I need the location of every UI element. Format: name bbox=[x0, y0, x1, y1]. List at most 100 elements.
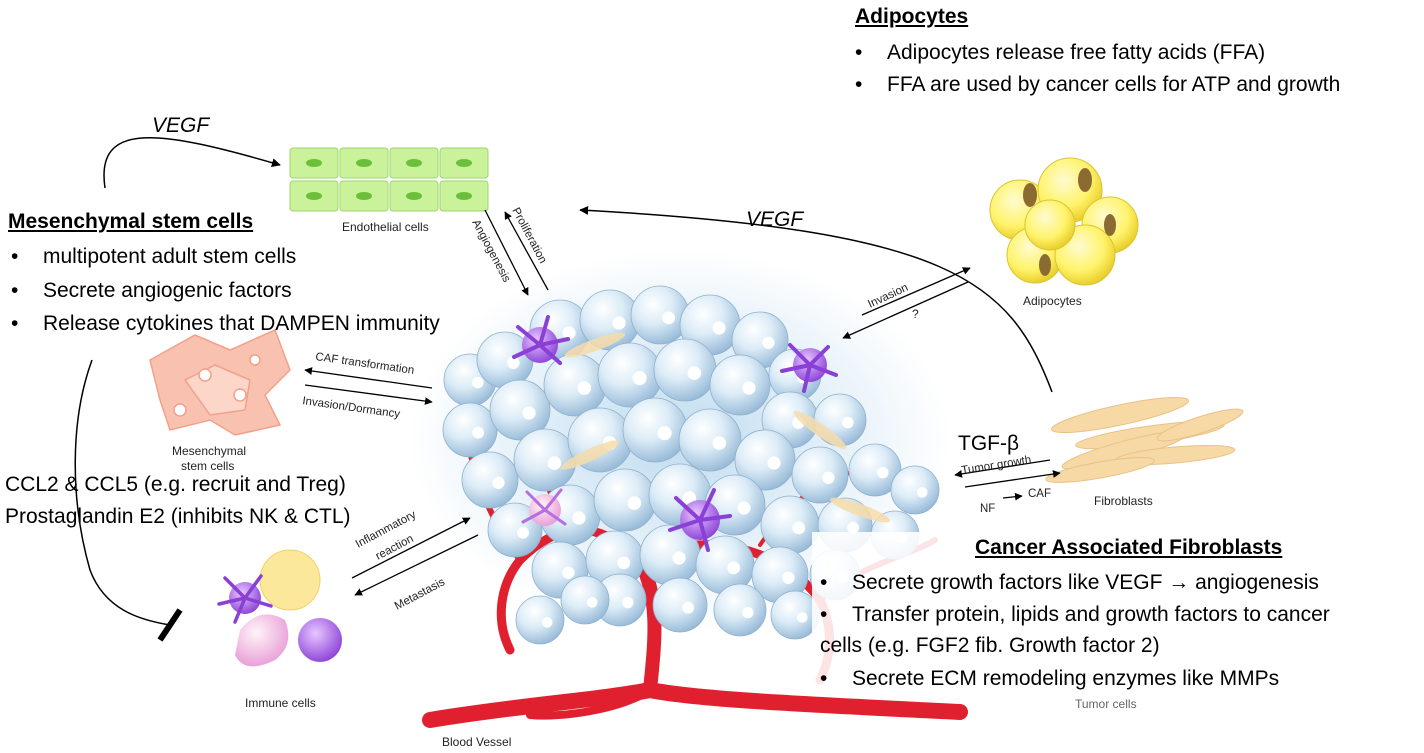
endothelial-nucleus bbox=[306, 159, 322, 167]
tumor-cell bbox=[709, 354, 771, 416]
tumor-cell-nucleus bbox=[712, 321, 726, 335]
question-label: ? bbox=[912, 307, 919, 321]
endothelial-nucleus bbox=[456, 192, 472, 200]
msc-bullet-3: •Release cytokines that DAMPEN immunity bbox=[11, 312, 440, 335]
tumor-cell-nucleus bbox=[632, 371, 647, 386]
tumor-cell bbox=[848, 443, 902, 497]
msc-label-line2: stem cells bbox=[181, 459, 234, 473]
tumor-cell-nucleus bbox=[847, 521, 860, 534]
tumor-cell-nucleus bbox=[622, 596, 634, 609]
caf-info-box: Cancer Associated Fibroblasts •Secrete g… bbox=[812, 532, 1422, 692]
tgf-beta-label: TGF-β bbox=[958, 432, 1019, 455]
tumor-cell-nucleus bbox=[492, 476, 505, 489]
tumor-fibroblast-strand bbox=[564, 332, 626, 358]
mesenchymal-stem-cells-illustration bbox=[149, 328, 291, 436]
tumor-cell-nucleus bbox=[687, 366, 702, 380]
tumor-cell bbox=[791, 446, 849, 504]
tumor-cell-nucleus bbox=[577, 381, 592, 395]
tumor-cell bbox=[734, 429, 796, 491]
tumor-cell-nucleus bbox=[507, 356, 520, 369]
tumor-cell-nucleus bbox=[547, 456, 562, 470]
tumor-cell-nucleus bbox=[682, 601, 695, 614]
tumor-cell bbox=[622, 397, 688, 463]
blood-vessel-label: Blood Vessel bbox=[442, 735, 511, 749]
msc-bullet-2: •Secrete angiogenic factors bbox=[11, 279, 292, 302]
caf-bullet-2-cont: cells (e.g. FGF2 fib. Growth factor 2) bbox=[820, 634, 1160, 657]
immune-cells-label: Immune cells bbox=[245, 696, 316, 710]
inhibition-bar bbox=[157, 608, 183, 642]
tumor-cell bbox=[890, 465, 940, 515]
tumor-cell-nucleus bbox=[572, 511, 586, 525]
msc-bullet-1: •multipotent adult stem cells bbox=[11, 245, 297, 268]
tumor-cell-cluster bbox=[442, 285, 940, 645]
tumor-cell-nucleus bbox=[727, 561, 741, 575]
tumor-cell-nucleus bbox=[737, 501, 751, 515]
tumor-cell-nucleus bbox=[662, 311, 676, 325]
tumor-cell-nucleus bbox=[541, 617, 553, 628]
caf-bullet-1: •Secrete growth factors like VEGF → angi… bbox=[820, 571, 1319, 594]
tumor-cell-nucleus bbox=[782, 571, 795, 584]
adipocytes-illustration bbox=[989, 157, 1139, 286]
immune-cells-illustration bbox=[217, 549, 342, 667]
caf-label: CAF bbox=[1028, 488, 1051, 500]
vegf-right-label: VEGF bbox=[746, 208, 804, 231]
endothelial-cells-illustration bbox=[289, 147, 489, 212]
nf-label: NF bbox=[980, 503, 995, 515]
tumor-fibroblast-strand bbox=[560, 440, 620, 470]
tumor-cell bbox=[560, 575, 610, 625]
tumor-cell bbox=[630, 285, 690, 345]
tumor-cell-nucleus bbox=[742, 606, 754, 619]
tumor-cell-nucleus bbox=[842, 416, 854, 429]
caf-heading: Cancer Associated Fibroblasts bbox=[975, 536, 1283, 559]
tumor-cells-label: Tumor cells bbox=[1075, 697, 1137, 711]
tumor-cell bbox=[515, 595, 565, 645]
fibroblasts-label: Fibroblasts bbox=[1094, 494, 1153, 508]
tumor-cell bbox=[487, 502, 543, 558]
tumor-fibroblast-strand bbox=[793, 410, 847, 450]
adipocytes-bullet-2: •FFA are used by cancer cells for ATP an… bbox=[855, 73, 1341, 96]
endothelial-nucleus bbox=[306, 192, 322, 200]
tumor-cell bbox=[593, 468, 657, 532]
tumor-cell-nucleus bbox=[472, 426, 485, 439]
tumor-growth-label: Tumor growth bbox=[961, 454, 1033, 477]
endothelial-nucleus bbox=[356, 159, 372, 167]
tumor-cell bbox=[678, 408, 742, 472]
diagram-arrows bbox=[74, 136, 1061, 626]
metastasis-label: Metastasis bbox=[393, 576, 447, 613]
tumor-fibroblast-strand bbox=[829, 497, 891, 523]
tumor-cell-nucleus bbox=[562, 566, 575, 579]
tumor-cell-nucleus bbox=[657, 426, 672, 441]
tumor-cell-nucleus bbox=[767, 456, 781, 470]
tumor-cell-nucleus bbox=[672, 551, 686, 565]
tumor-cell-nucleus bbox=[517, 526, 530, 539]
tumor-cell bbox=[461, 451, 519, 509]
adipocytes-heading: Adipocytes bbox=[855, 5, 969, 28]
endothelial-nucleus bbox=[406, 192, 422, 200]
ccl-annotation: CCL2 & CCL5 (e.g. recruit and Treg) bbox=[5, 473, 346, 496]
tumor-cell bbox=[713, 583, 767, 637]
caf-bullet-2: •Transfer protein, lipids and growth fac… bbox=[820, 603, 1330, 626]
adipocytes-bullet-1: •Adipocytes release free fatty acids (FF… bbox=[855, 41, 1266, 64]
prostaglandin-annotation: Prostaglandin E2 (inhibits NK & CTL) bbox=[5, 505, 351, 528]
tumor-cell bbox=[597, 342, 663, 408]
tumor-cell-nucleus bbox=[762, 336, 775, 349]
endothelial-label: Endothelial cells bbox=[342, 220, 429, 234]
adipocytes-cell-label: Adipocytes bbox=[1023, 294, 1082, 308]
tumor-cell-nucleus bbox=[916, 487, 928, 498]
endothelial-nucleus bbox=[406, 159, 422, 167]
tumor-cell-nucleus bbox=[586, 597, 598, 608]
tumor-cell-nucleus bbox=[822, 471, 835, 484]
tumor-cell bbox=[653, 338, 717, 402]
caf-bullet-3: •Secrete ECM remodeling enzymes like MMP… bbox=[820, 667, 1280, 690]
tumor-immune-cells bbox=[512, 315, 838, 552]
tumor-cell-nucleus bbox=[742, 381, 756, 395]
tumor-cell-nucleus bbox=[472, 376, 484, 389]
tumor-cell bbox=[543, 353, 607, 417]
tumor-cell bbox=[442, 402, 498, 458]
msc-heading: Mesenchymal stem cells bbox=[8, 210, 254, 233]
tumor-cell bbox=[652, 577, 708, 633]
tumor-cell-nucleus bbox=[792, 521, 806, 535]
tumor-cell bbox=[489, 379, 551, 441]
fibroblasts-illustration bbox=[1045, 396, 1244, 483]
vegf-left-label: VEGF bbox=[152, 114, 210, 137]
